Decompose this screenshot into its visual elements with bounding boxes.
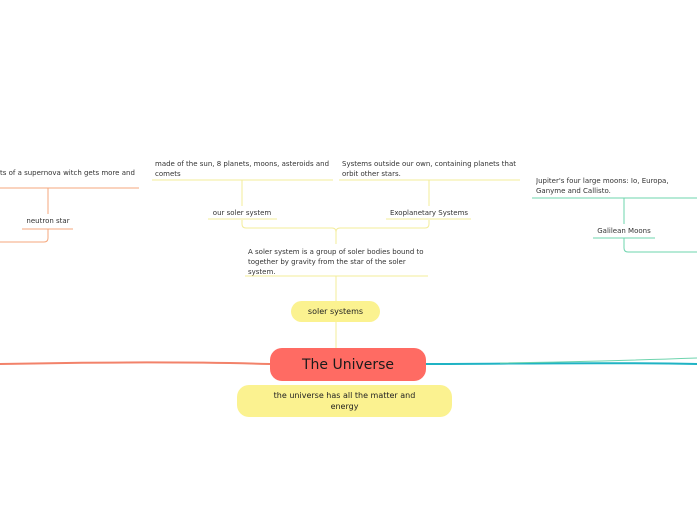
solar-systems-label: soler systems xyxy=(307,307,364,316)
central-topic[interactable]: The Universe xyxy=(270,348,426,381)
our-solar-system-detail[interactable]: made of the sun, 8 planets, moons, aster… xyxy=(155,160,330,178)
exoplanetary-systems-topic[interactable]: Exoplanetary Systems xyxy=(389,209,469,217)
central-topic-title: The Universe xyxy=(301,356,395,373)
connector-left-main xyxy=(0,361,271,365)
universe-description[interactable]: the universe has all the matter and ener… xyxy=(237,385,452,417)
jupiter-moons-detail[interactable]: Jupiter's four large moons: Io, Europa, … xyxy=(536,177,669,195)
galilean-moons-topic[interactable]: Galilean Moons xyxy=(597,227,651,235)
connector-right-main-2 xyxy=(499,357,697,364)
our-solar-system-topic[interactable]: our soler system xyxy=(212,209,272,217)
solar-systems-topic[interactable]: soler systems xyxy=(291,301,380,322)
connector-neutron-down xyxy=(0,229,49,243)
connector-galilean-down xyxy=(623,238,697,253)
connector-definition-exo xyxy=(335,220,430,233)
supernova-detail[interactable]: ts of a supernova witch gets more and xyxy=(0,169,135,177)
connector-right-main xyxy=(425,362,697,365)
solar-definition[interactable]: A soler system is a group of soler bodie… xyxy=(248,248,424,276)
universe-description-text: the universe has all the matter and ener… xyxy=(273,391,416,411)
connector-definition-our xyxy=(241,220,337,244)
exoplanetary-systems-detail[interactable]: Systems outside our own, containing plan… xyxy=(342,160,517,178)
neutron-star-topic[interactable]: neutron star xyxy=(26,217,70,225)
